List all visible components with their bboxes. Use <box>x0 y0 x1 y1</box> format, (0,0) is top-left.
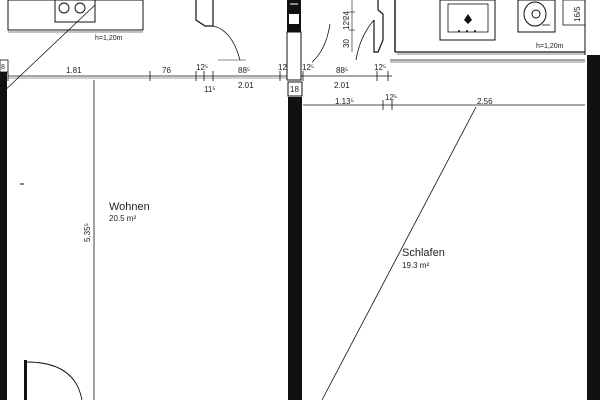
dim-12-5-a: 12⁵ <box>196 63 208 72</box>
dim-18: 18 <box>290 85 299 94</box>
dim-11-5: 11⁵ <box>204 85 216 94</box>
dim-12-5-e: 12⁵ <box>385 93 397 102</box>
left-wall <box>0 60 7 400</box>
door-frame-left <box>195 0 246 61</box>
dim-2-56: 2.56 <box>477 97 493 106</box>
dim-76: 76 <box>162 66 171 75</box>
dim-12-5-d: 12⁵ <box>374 63 386 72</box>
dimension-line-top <box>7 71 392 81</box>
stove-burner-icon <box>58 2 70 14</box>
dim-1-81: 1.81 <box>66 66 82 75</box>
room-area-schlafen: 19.3 m² <box>402 261 429 270</box>
right-wall <box>587 55 600 400</box>
dimension-line-schlafen <box>303 100 585 110</box>
dim-12-5-b: 12⁵ <box>278 63 290 72</box>
center-wall <box>288 97 302 400</box>
sink-icon <box>447 3 489 33</box>
dim-30: 30 <box>342 39 351 48</box>
dim-88-5-a: 88⁵ <box>238 66 250 75</box>
room-area-wohnen: 20.5 m² <box>109 214 136 223</box>
dim-2-01-b: 2.01 <box>334 81 350 90</box>
bathroom-fixtures <box>394 0 585 55</box>
schlafen-diagonal <box>321 106 477 400</box>
dim-2-01-a: 2.01 <box>238 81 254 90</box>
dim-16-5: 16/5 <box>573 6 582 22</box>
dim-5-35-5: 5.35⁵ <box>83 223 92 242</box>
door-frame-right <box>311 0 384 63</box>
dim-88-5-b: 88⁵ <box>336 66 348 75</box>
kitchen-counter <box>7 0 144 33</box>
dim-24: 24 <box>342 11 351 20</box>
room-name-wohnen: Wohnen <box>109 201 150 213</box>
dim-12-5-vertical: 12⁵ <box>342 18 351 30</box>
dim-12-5-c: 12⁵ <box>302 63 314 72</box>
counter-height-left: h=1,20m <box>95 35 123 42</box>
counter-height-right: h=1,20m <box>536 43 564 50</box>
vertical-dimension-top <box>349 0 355 52</box>
toilet-icon <box>523 1 547 27</box>
dim-1-13-5: 1.13⁵ <box>335 97 354 106</box>
entry-door <box>24 360 83 400</box>
stove-burner-icon <box>74 2 86 14</box>
room-name-schlafen: Schlafen <box>402 247 445 259</box>
edge-mark-left: 8 <box>1 64 5 71</box>
